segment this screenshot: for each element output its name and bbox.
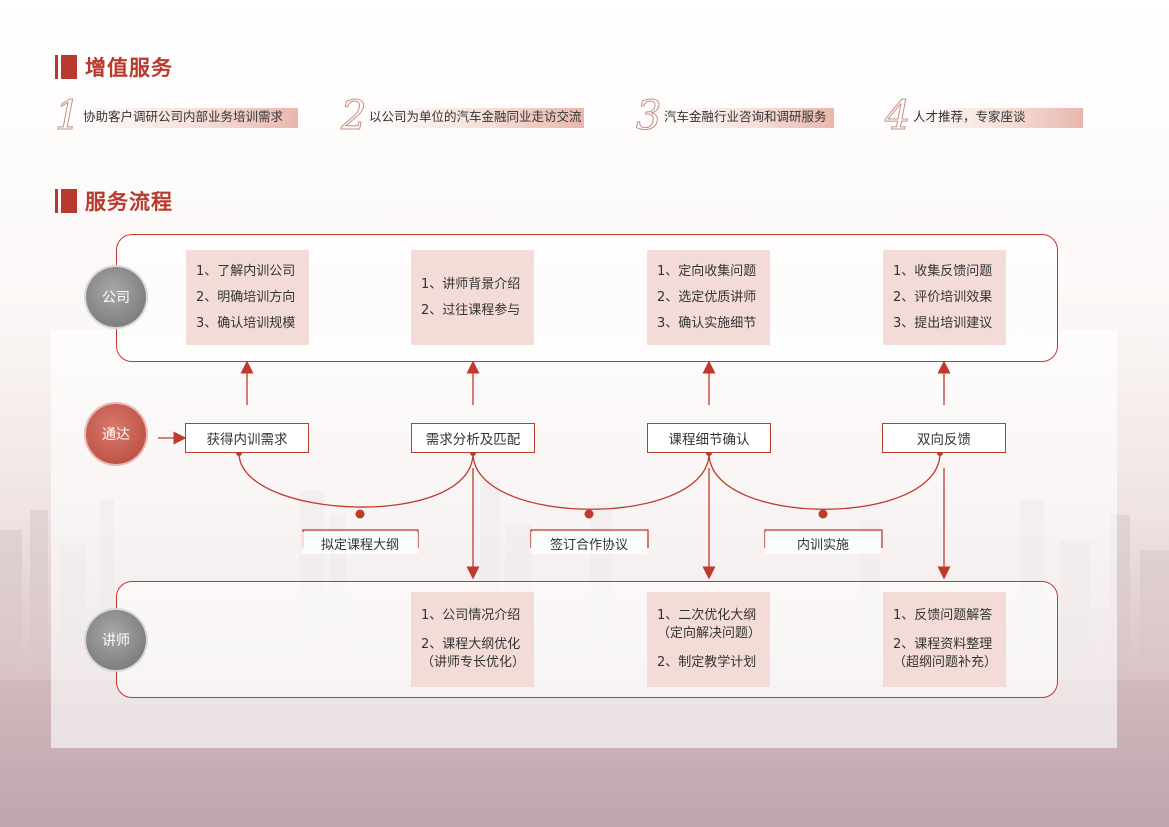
box-item: 2、评价培训效果 bbox=[893, 289, 993, 305]
company-box-1: 1、了解内训公司 2、明确培训方向 3、确认培训规模 bbox=[186, 250, 309, 345]
service-number: 2 bbox=[340, 93, 367, 139]
box-item: 1、收集反馈问题 bbox=[893, 263, 993, 279]
section-title-text: 增值服务 bbox=[85, 56, 173, 80]
box-item: 2、课程资料整理 （超纲问题补充） bbox=[893, 637, 998, 670]
mid-label-text: 签订合作协议 bbox=[549, 537, 628, 553]
role-lecturer-circle: 讲师 bbox=[86, 610, 146, 670]
step-label: 需求分析及匹配 bbox=[425, 432, 521, 448]
service-text: 以公司为单位的汽车金融同业走访交流 bbox=[369, 109, 582, 124]
step-label: 双向反馈 bbox=[917, 432, 971, 448]
service-text: 人才推荐，专家座谈 bbox=[913, 109, 1026, 124]
company-box-4: 1、收集反馈问题 2、评价培训效果 3、提出培训建议 bbox=[883, 250, 1006, 345]
role-label: 讲师 bbox=[102, 633, 130, 649]
box-item: 1、定向收集问题 bbox=[657, 263, 757, 279]
service-item-3: 3 汽车金融行业咨询和调研服务 bbox=[635, 94, 836, 139]
service-process-title: 服务流程 bbox=[55, 186, 173, 216]
title-marker-icon bbox=[55, 55, 77, 79]
mid-label-draft-outline: 拟定课程大纲 bbox=[302, 532, 418, 554]
box-item: 2、过往课程参与 bbox=[421, 302, 521, 318]
lecturer-box-1: 1、公司情况介绍 2、课程大纲优化 （讲师专长优化） bbox=[411, 592, 534, 687]
box-item: 1、讲师背景介绍 bbox=[421, 276, 521, 292]
box-item: 3、提出培训建议 bbox=[893, 315, 993, 331]
company-box-3: 1、定向收集问题 2、选定优质讲师 3、确认实施细节 bbox=[647, 250, 770, 345]
role-company-circle: 公司 bbox=[86, 267, 146, 327]
title-marker-icon bbox=[55, 189, 77, 213]
box-item: 1、了解内训公司 bbox=[196, 263, 296, 279]
service-bar bbox=[660, 108, 834, 128]
service-number: 1 bbox=[54, 93, 81, 139]
company-box-2: 1、讲师背景介绍 2、过往课程参与 bbox=[411, 250, 534, 345]
box-item: 3、确认实施细节 bbox=[657, 315, 757, 331]
service-text: 汽车金融行业咨询和调研服务 bbox=[664, 109, 827, 124]
box-item: 2、选定优质讲师 bbox=[657, 289, 757, 305]
service-number: 3 bbox=[635, 93, 662, 139]
service-bar bbox=[909, 108, 1083, 128]
box-item: 1、公司情况介绍 bbox=[421, 608, 521, 623]
step-demand-analysis: 需求分析及匹配 bbox=[411, 423, 535, 453]
service-bar bbox=[365, 108, 584, 128]
box-item: 2、课程大纲优化 （讲师专长优化） bbox=[421, 637, 526, 670]
service-item-1: 1 协助客户调研公司内部业务培训需求 bbox=[54, 94, 300, 139]
service-text: 协助客户调研公司内部业务培训需求 bbox=[83, 109, 284, 124]
mid-label-text: 内训实施 bbox=[796, 537, 849, 553]
box-item: 1、二次优化大纲 （定向解决问题） bbox=[657, 608, 762, 641]
role-label: 通达 bbox=[102, 427, 130, 443]
section-title-text: 服务流程 bbox=[85, 190, 173, 214]
lecturer-box-3: 1、反馈问题解答 2、课程资料整理 （超纲问题补充） bbox=[883, 592, 1006, 687]
box-item: 3、确认培训规模 bbox=[196, 315, 296, 331]
step-label: 获得内训需求 bbox=[206, 432, 288, 448]
box-item: 1、反馈问题解答 bbox=[893, 608, 993, 623]
service-bar bbox=[79, 108, 298, 128]
mid-label-training-implementation: 内训实施 bbox=[765, 532, 881, 554]
role-tongda-circle: 通达 bbox=[86, 404, 146, 464]
mid-label-text: 拟定课程大纲 bbox=[320, 537, 399, 553]
lecturer-box-2: 1、二次优化大纲 （定向解决问题） 2、制定教学计划 bbox=[647, 592, 770, 687]
service-item-2: 2 以公司为单位的汽车金融同业走访交流 bbox=[340, 94, 586, 139]
step-get-training-demand: 获得内训需求 bbox=[185, 423, 309, 453]
mid-label-sign-agreement: 签订合作协议 bbox=[531, 532, 647, 554]
step-label: 课程细节确认 bbox=[668, 432, 750, 448]
box-item: 2、明确培训方向 bbox=[196, 289, 296, 305]
service-number: 4 bbox=[884, 93, 911, 139]
service-item-4: 4 人才推荐，专家座谈 bbox=[884, 94, 1085, 139]
step-two-way-feedback: 双向反馈 bbox=[882, 423, 1006, 453]
step-course-detail-confirm: 课程细节确认 bbox=[647, 423, 771, 453]
box-item: 2、制定教学计划 bbox=[657, 655, 757, 670]
role-label: 公司 bbox=[102, 290, 130, 306]
value-added-services-title: 增值服务 bbox=[55, 52, 173, 82]
